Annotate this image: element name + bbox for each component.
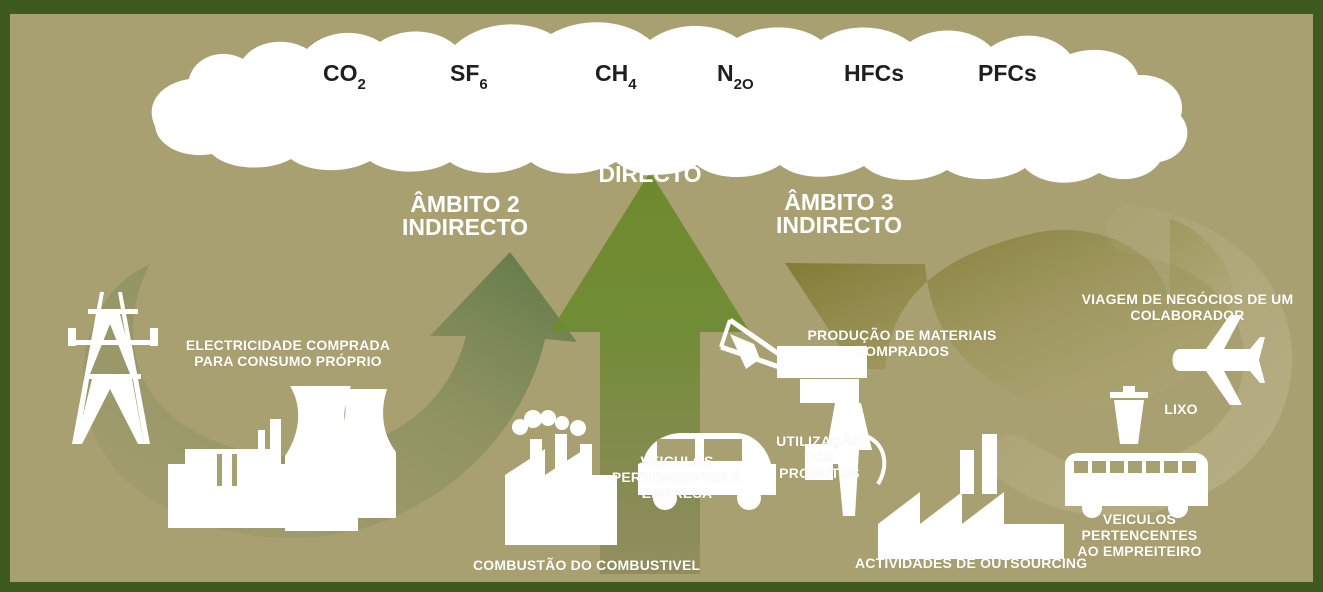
- scope2-label: ÂMBITO 2 INDIRECTO: [395, 193, 535, 239]
- gas-n2o-sub: 2O: [733, 75, 754, 93]
- scope3-line2: INDIRECTO: [775, 212, 903, 238]
- scope1-line2: DIRECTO: [598, 161, 702, 187]
- label-electricity: ELECTRICIDADE COMPRADA PARA CONSUMO PRÓP…: [185, 337, 391, 370]
- gas-pfcs: PFCs: [978, 62, 1037, 85]
- scope3-arrow: [785, 219, 1233, 411]
- label-materials: PRODUÇÃO DE MATERIAIS COMPRADOS: [807, 327, 997, 360]
- gas-n2o-main: N: [717, 60, 734, 86]
- gas-ch4: CH4: [595, 60, 637, 92]
- scope3-label: ÂMBITO 3 INDIRECTO: [769, 191, 909, 237]
- label-company-vehicles: VEICULOS PERTENCENTES À EMPRESA: [611, 453, 743, 502]
- outsourcing-factory-icon: [878, 434, 1064, 559]
- top-border-strip: [0, 0, 1323, 14]
- label-waste: LIXO: [1164, 401, 1198, 417]
- diagram-frame: CO2 SF6 CH4 N2O HFCs PFCs ÂMBITO 1 DIREC…: [10, 14, 1313, 582]
- scope1-line1: ÂMBITO 1: [595, 138, 705, 164]
- gas-hfcs-main: HFCs: [844, 60, 905, 86]
- label-outsourcing: ACTIVIDADES DE OUTSOURCING: [855, 555, 1088, 571]
- contractor-bus-icon: [1065, 453, 1208, 518]
- gas-sf6-sub: 6: [479, 75, 488, 93]
- worker-product-use-icon: [805, 381, 887, 516]
- gas-n2o: N2O: [717, 60, 754, 92]
- label-product-use: UTILIZAÇÃO DOS PRODUTOS: [776, 433, 863, 482]
- gas-hfcs: HFCs: [844, 62, 904, 85]
- label-contractor-vehicles: VEICULOS PERTENCENTES AO EMPREITEIRO: [1077, 511, 1202, 560]
- scope1-label: ÂMBITO 1 DIRECTO: [595, 140, 705, 186]
- electricity-pylon-icon: [68, 292, 158, 444]
- scope3-line1: ÂMBITO 3: [784, 189, 894, 215]
- gas-sf6: SF6: [450, 60, 488, 92]
- label-business-travel: VIAGEM DE NEGÓCIOS DE UM COLABORADOR: [1081, 291, 1294, 324]
- gas-ch4-sub: 4: [628, 75, 637, 93]
- excavator-icon: [719, 317, 867, 403]
- airplane-icon: [1172, 315, 1265, 405]
- gas-ch4-main: CH: [595, 60, 629, 86]
- gas-pfcs-main: PFCs: [978, 60, 1037, 86]
- scope2-line2: INDIRECTO: [401, 214, 529, 240]
- gas-sf6-main: SF: [450, 60, 480, 86]
- diagram-svg: [10, 14, 1313, 582]
- emissions-cloud: [151, 22, 1188, 183]
- company-car-icon: [638, 433, 776, 510]
- waste-bin-icon: [1110, 386, 1148, 444]
- gas-co2: CO2: [323, 60, 366, 92]
- scope2-line1: ÂMBITO 2: [410, 191, 520, 217]
- factory-combustion-icon: [505, 410, 617, 545]
- power-plant-icon: [168, 386, 396, 531]
- gas-co2-sub: 2: [357, 75, 366, 93]
- label-fuel-combustion: COMBUSTÃO DO COMBUSTIVEL: [473, 557, 701, 573]
- gas-co2-main: CO: [323, 60, 358, 86]
